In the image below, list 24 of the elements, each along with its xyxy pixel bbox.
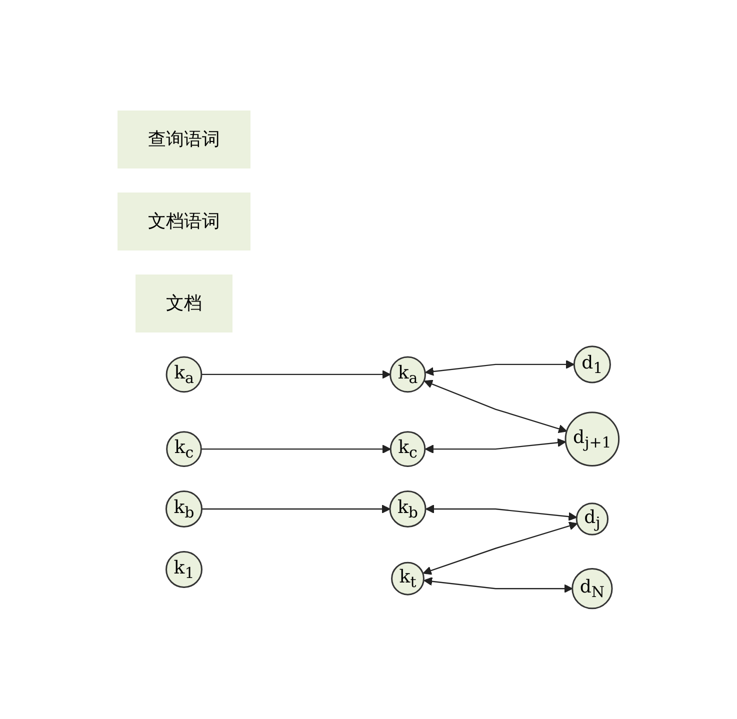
node-box: 文档语词	[118, 192, 251, 250]
arrow	[424, 380, 568, 433]
arrow	[202, 504, 390, 514]
node-circle: k$_{c}$	[390, 430, 426, 467]
arrow	[422, 521, 578, 575]
arrow	[202, 370, 391, 379]
node-box: 查询语词	[118, 110, 251, 168]
node-circle: k$_{t}$	[391, 562, 425, 596]
node-circle: k$_{b}$	[166, 490, 203, 528]
arrow	[425, 438, 566, 454]
node-circle: d$_{j+1}$	[564, 411, 620, 466]
arrow	[424, 576, 573, 593]
arrow	[201, 444, 392, 454]
node-circle: k$_{c}$	[166, 430, 202, 467]
node-circle: d$_{N}$	[572, 568, 613, 609]
node-circle: k$_{a}$	[166, 356, 202, 392]
node-circle: k$_{1}$	[166, 550, 203, 588]
node-box: 文档	[136, 274, 233, 332]
node-circle: d$_{j}$	[576, 502, 609, 536]
arrow	[426, 504, 578, 521]
node-circle: k$_{a}$	[390, 356, 426, 392]
node-circle: d$_{1}$	[573, 345, 612, 383]
node-circle: k$_{b}$	[389, 490, 426, 528]
arrow	[425, 360, 575, 376]
